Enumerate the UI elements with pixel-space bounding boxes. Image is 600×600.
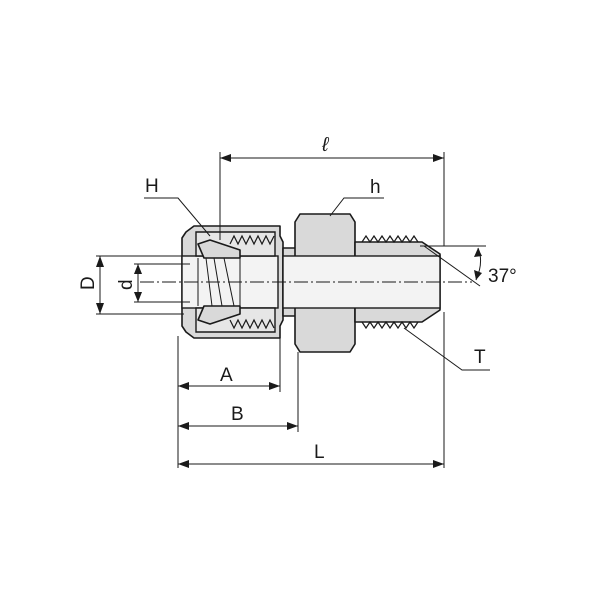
label-B: B: [231, 404, 244, 425]
label-l: ℓ: [321, 134, 330, 156]
D-arrow-top: [96, 256, 104, 267]
labels: ℓ H h D d 37° T A B L: [78, 134, 517, 463]
angle-arrow-top: [474, 248, 482, 257]
external-thread-top: [361, 234, 419, 244]
fitting-body: [181, 213, 441, 353]
A-arrow-left: [178, 382, 189, 390]
l-arrow-left: [220, 154, 231, 162]
label-d: d: [116, 279, 137, 290]
angle-arrow-bottom: [474, 270, 482, 280]
label-D: D: [78, 276, 99, 290]
label-T: T: [474, 347, 486, 368]
label-A: A: [220, 365, 233, 386]
ferrule-bottom: [197, 305, 241, 325]
B-arrow-right: [287, 422, 298, 430]
L-arrow-right: [433, 460, 444, 468]
B-arrow-left: [178, 422, 189, 430]
T-leader: [403, 327, 490, 371]
ferrule-top: [197, 239, 241, 259]
angle-flare-line: [423, 245, 481, 287]
L-arrow-left: [178, 460, 189, 468]
H-leader: [144, 197, 211, 237]
A-arrow-right: [269, 382, 280, 390]
label-L: L: [314, 442, 325, 463]
label-angle: 37°: [488, 266, 517, 287]
D-arrow-bottom: [96, 303, 104, 314]
l-arrow-right: [433, 154, 444, 162]
nut-internal-thread-bottom: [229, 318, 275, 330]
label-H: H: [145, 176, 159, 197]
label-h: h: [370, 177, 381, 198]
dimensions: [96, 152, 490, 468]
h-leader: [329, 197, 384, 217]
d-arrow-bottom: [134, 292, 142, 302]
external-thread-bottom: [361, 320, 419, 330]
nut-internal-thread-top: [229, 234, 275, 246]
d-arrow-top: [134, 264, 142, 274]
